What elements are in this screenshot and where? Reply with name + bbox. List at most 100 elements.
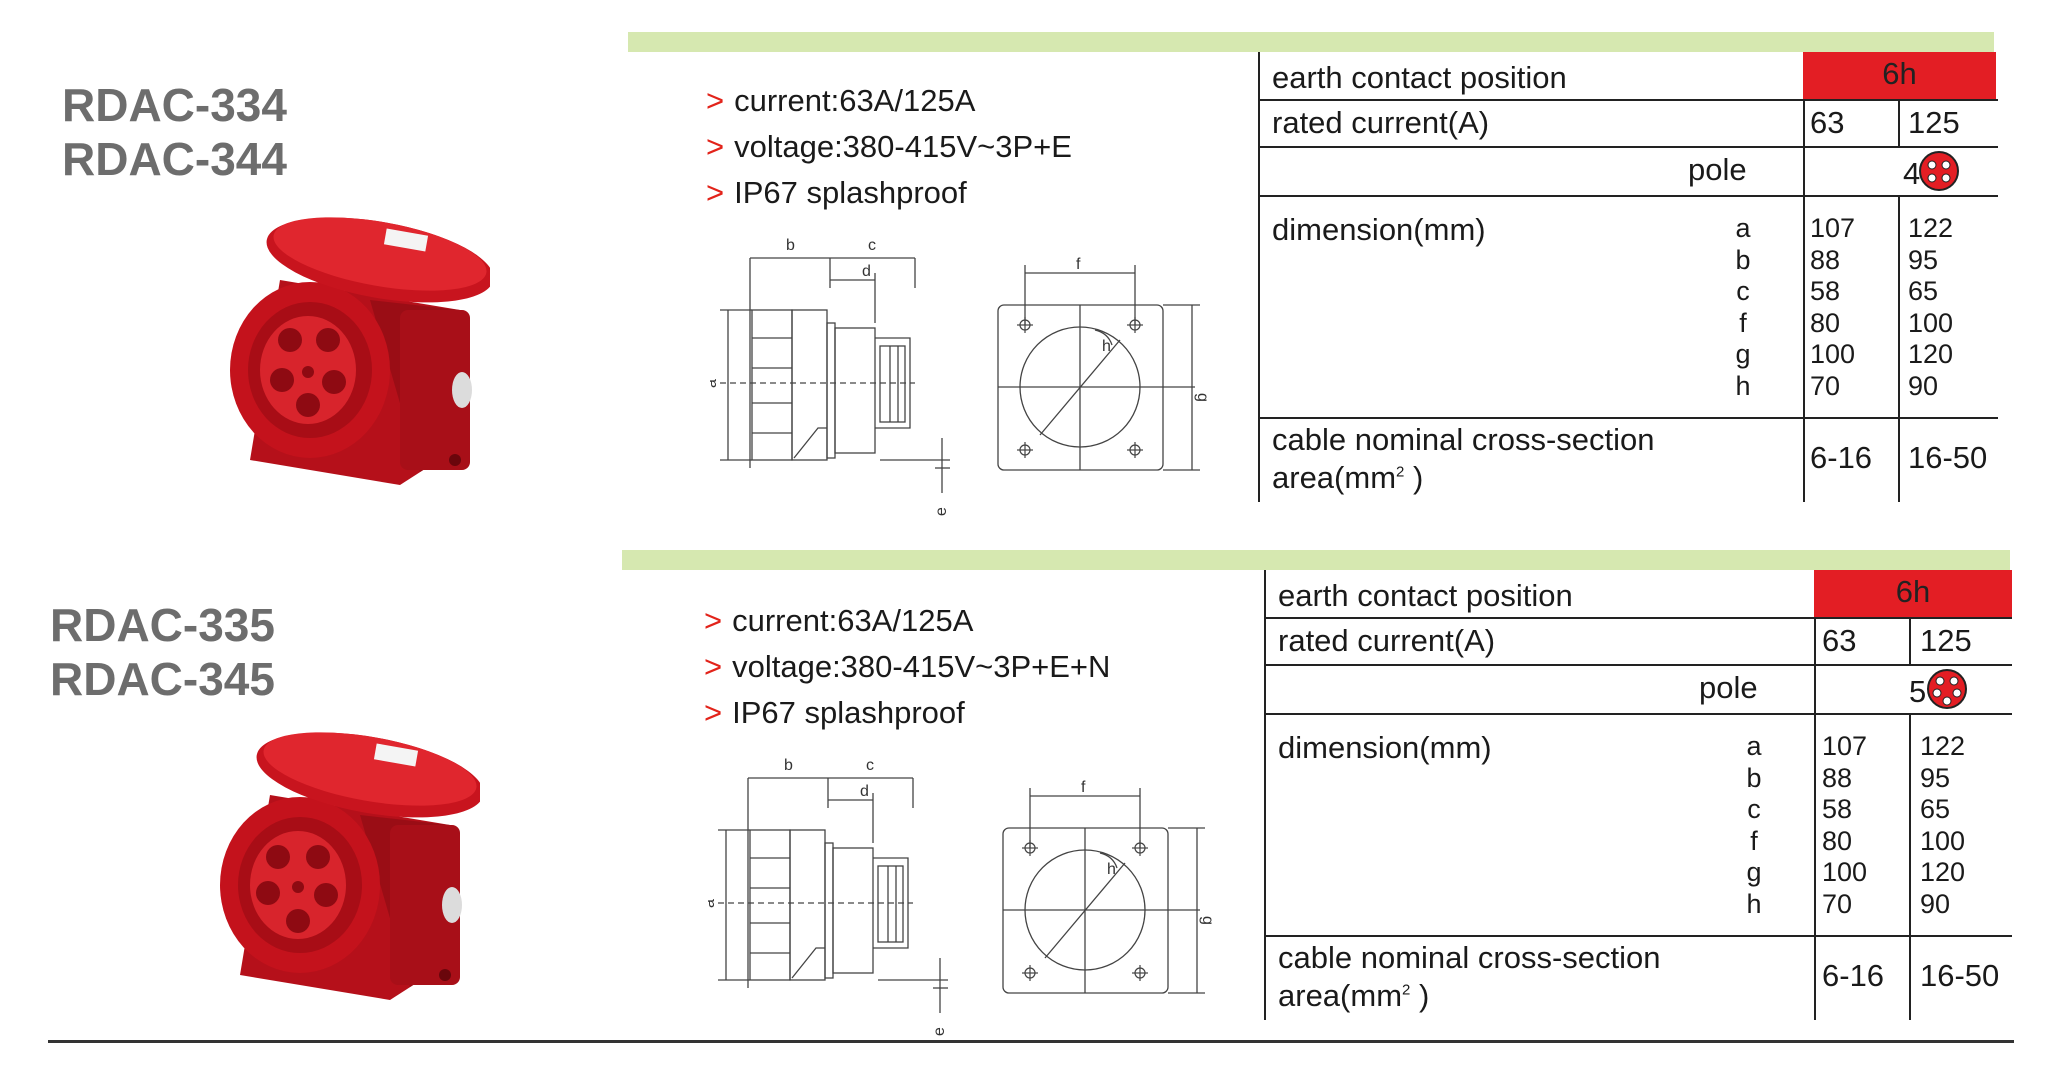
dim-value: 80: [1822, 825, 1853, 856]
feature-item: >current:63A/125A: [706, 78, 1072, 124]
cable-section-unit: area(mm2 ): [1272, 460, 1424, 495]
feature-text: voltage:380-415V~3P+E: [734, 129, 1072, 164]
rated-current-label: rated current(A): [1278, 623, 1496, 658]
earth-position-cell: 6h: [1803, 52, 1996, 99]
model-name: RDAC-344: [62, 133, 287, 185]
dim-label-g: g: [1194, 393, 1210, 402]
feature-list: >current:63A/125A > voltage:380-415V~3P+E…: [704, 598, 1110, 736]
earth-position-cell: 6h: [1814, 570, 2012, 617]
dim-value: 122: [1920, 731, 1966, 761]
dim-value: 88: [1822, 762, 1853, 793]
feature-text: voltage:380-415V~3P+E+N: [732, 649, 1111, 684]
dim-value: 107: [1822, 731, 1868, 761]
cable-section-label: cable nominal cross-section: [1272, 422, 1655, 457]
dim-value: 58: [1822, 794, 1853, 824]
feature-item: > voltage:380-415V~3P+E+N: [704, 644, 1110, 690]
dim-value: 120: [1920, 857, 1966, 887]
dim-value: 122: [1908, 213, 1954, 243]
dim-value: 80: [1810, 307, 1841, 338]
bullet-marker: >: [706, 129, 725, 164]
dim-letter: h: [1735, 370, 1751, 401]
cable-section-unit: area(mm2 ): [1278, 978, 1430, 1013]
dim-value: 65: [1920, 794, 1951, 824]
dim-label-b: b: [786, 237, 795, 254]
pole-count: 5: [1909, 674, 1927, 709]
dimension-values-125: 122 95 65 100 120 90: [1908, 213, 1953, 402]
dim-label-b: b: [784, 757, 793, 774]
socket-product-image: [160, 725, 484, 1010]
dim-letter: b: [1735, 244, 1751, 275]
dim-label-c: c: [866, 757, 874, 774]
dim-label-f: f: [1081, 779, 1086, 796]
front-view-drawing: f h g: [995, 778, 1216, 1013]
dim-letter: a: [1735, 213, 1751, 243]
dim-label-d: d: [860, 783, 869, 800]
dim-label-f: f: [1076, 256, 1081, 273]
earth-position-label: earth contact position: [1272, 60, 1567, 95]
rated-current-125: 125: [1920, 623, 1972, 658]
pole-label: pole: [1699, 670, 1758, 705]
model-name: RDAC-345: [50, 653, 275, 705]
rated-current-63: 63: [1822, 623, 1857, 658]
green-header-band: [622, 550, 2010, 570]
dim-letter: f: [1739, 307, 1747, 338]
bullet-marker: >: [706, 175, 725, 210]
dimension-label: dimension(mm): [1272, 212, 1486, 247]
dim-value: 70: [1822, 888, 1853, 919]
dim-value: 107: [1810, 213, 1856, 243]
spec-table: 6h earth contact position rated current(…: [1258, 52, 1998, 502]
dim-letter: c: [1747, 794, 1761, 824]
earth-position-label: earth contact position: [1278, 578, 1573, 613]
feature-item: >current:63A/125A: [704, 598, 1110, 644]
socket-product-image: [170, 210, 494, 495]
feature-text: IP67 splashproof: [732, 695, 965, 730]
dim-value: 100: [1810, 339, 1856, 369]
dim-label-h: h: [1107, 861, 1116, 878]
model-names: RDAC-335 RDAC-345: [50, 598, 275, 706]
spec-table: 6h earth contact position rated current(…: [1264, 570, 2012, 1020]
dim-value: 95: [1920, 762, 1951, 793]
dim-value: 100: [1822, 857, 1868, 887]
cable-section-label: cable nominal cross-section: [1278, 940, 1661, 975]
product-section-1: RDAC-334 RDAC-344: [0, 0, 2048, 520]
cable-section-125: 16-50: [1908, 440, 1988, 475]
dim-letter: c: [1736, 276, 1750, 306]
side-view-drawing: b c d a e: [701, 748, 958, 1043]
side-view-drawing: b c d a e: [703, 228, 960, 523]
dim-letter: g: [1746, 857, 1762, 887]
feature-item: > voltage:380-415V~3P+E: [706, 124, 1072, 170]
bullet-marker: >: [704, 603, 723, 638]
dim-label-e: e: [931, 1027, 948, 1036]
cable-section-63: 6-16: [1810, 440, 1873, 475]
rated-current-125: 125: [1908, 105, 1960, 140]
dim-label-c: c: [868, 237, 876, 254]
model-names: RDAC-334 RDAC-344: [62, 78, 287, 186]
dim-letter: h: [1746, 888, 1762, 919]
pole-label: pole: [1688, 152, 1747, 187]
dim-label-a: a: [710, 379, 720, 388]
pole-count: 4: [1903, 156, 1921, 191]
dim-label-h: h: [1102, 338, 1111, 355]
pin-layout-icon: [1926, 668, 1968, 718]
earth-position-value: 6h: [1882, 56, 1917, 91]
dim-value: 100: [1908, 307, 1954, 338]
rated-current-label: rated current(A): [1272, 105, 1490, 140]
dim-value: 120: [1908, 339, 1954, 369]
bullet-marker: >: [704, 649, 723, 684]
dim-label-d: d: [862, 263, 871, 280]
dimension-values-125: 122 95 65 100 120 90: [1920, 731, 1965, 920]
dim-label-e: e: [933, 507, 950, 516]
earth-position-value: 6h: [1895, 574, 1931, 609]
rated-current-63: 63: [1810, 105, 1845, 140]
dim-value: 58: [1810, 276, 1841, 306]
dim-letter: a: [1746, 731, 1762, 761]
bullet-marker: >: [706, 83, 725, 118]
dimension-values-63: 107 88 58 80 100 70: [1810, 213, 1855, 402]
dimension-values-63: 107 88 58 80 100 70: [1822, 731, 1867, 920]
dim-label-a: a: [708, 899, 718, 908]
feature-text: IP67 splashproof: [734, 175, 967, 210]
dim-value: 70: [1810, 370, 1841, 401]
dim-letter: g: [1735, 339, 1751, 369]
bottom-divider: [48, 1040, 2014, 1043]
dim-value: 90: [1920, 888, 1951, 919]
